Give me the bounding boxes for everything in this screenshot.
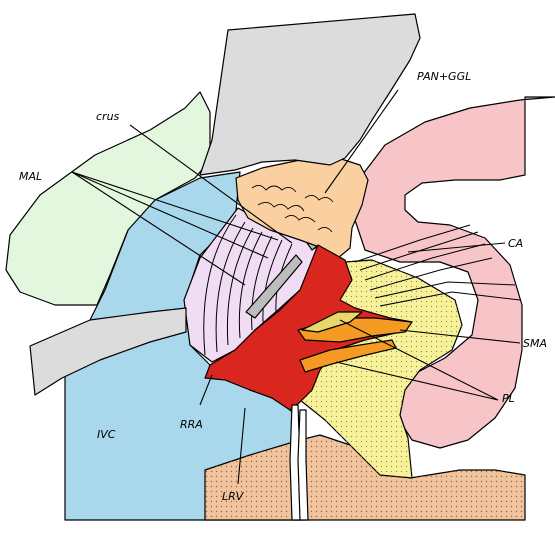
label-pl: PL bbox=[502, 392, 515, 405]
label-lrv: LRV bbox=[222, 490, 245, 503]
crus-fibers bbox=[203, 214, 293, 356]
yellow-band bbox=[301, 311, 363, 333]
left-retractor bbox=[29, 307, 187, 396]
leader-lines bbox=[71, 89, 521, 485]
label-sma: SMA bbox=[523, 337, 547, 350]
top-retractor bbox=[199, 13, 421, 176]
label-pan-ggl: PAN+GGL bbox=[417, 70, 471, 83]
label-rra: RRA bbox=[180, 418, 203, 431]
kidney-dots bbox=[205, 435, 525, 520]
ganglion-lobes bbox=[251, 185, 334, 233]
ligament-strip bbox=[245, 254, 303, 319]
label-ca: CA bbox=[508, 237, 523, 250]
label-crus: crus bbox=[96, 110, 120, 123]
label-ivc: IVC bbox=[97, 428, 116, 441]
ureter-strand bbox=[297, 409, 309, 521]
label-mal: MAL bbox=[19, 170, 42, 183]
nerve-strands bbox=[354, 224, 521, 307]
liver-region bbox=[5, 91, 211, 306]
